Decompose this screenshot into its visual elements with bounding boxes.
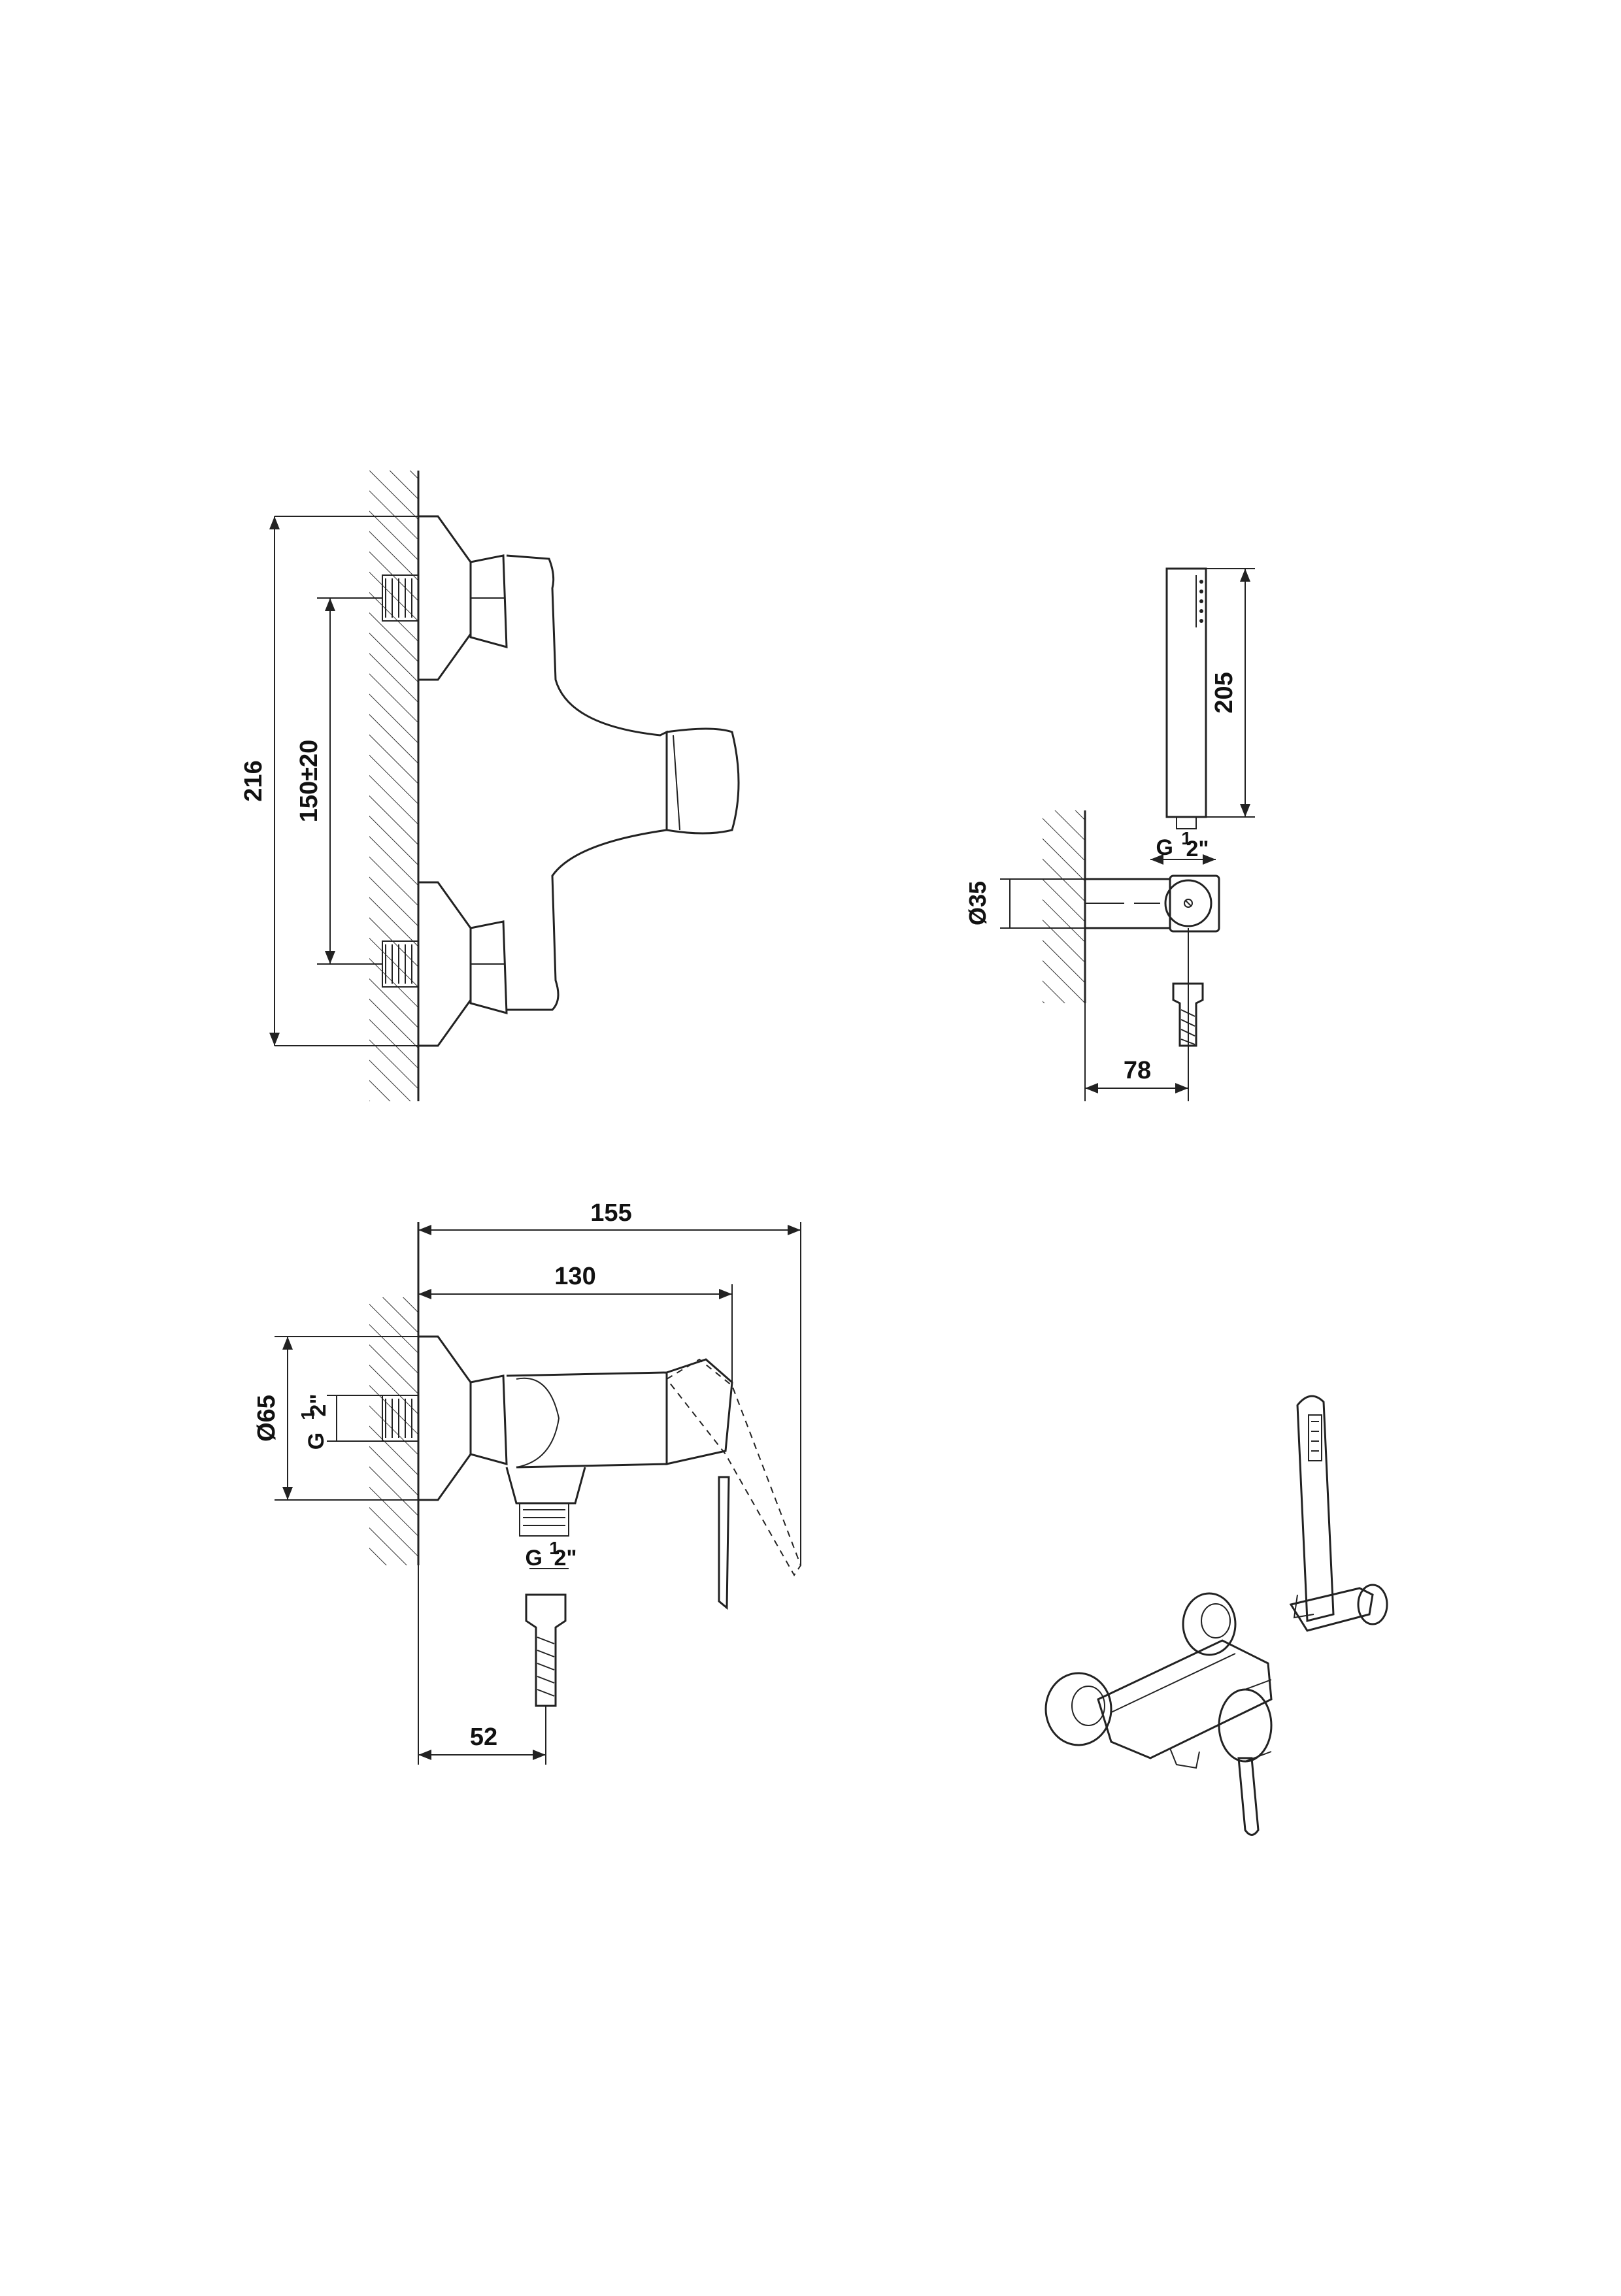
mixer-body-front	[506, 554, 668, 1011]
side-body	[506, 1371, 668, 1469]
dim-216-label: 216	[240, 760, 267, 801]
dim-52-label: 52	[470, 1723, 497, 1751]
hand-shower-thread	[1176, 816, 1197, 829]
side-view: 155 130 Ø65 G 1 2" G 1 2" 52	[253, 1199, 802, 1765]
outlet-thread-num: 1	[549, 1538, 560, 1558]
dim-150-label: 150±20	[295, 740, 323, 823]
dim-205-label: 205	[1211, 672, 1238, 713]
holder-ring	[1164, 879, 1212, 927]
iso-right-rosette	[1182, 1592, 1237, 1656]
iso-hand-shower	[1296, 1395, 1335, 1622]
lower-nut	[469, 920, 508, 1014]
lever-front	[665, 727, 740, 835]
side-body-curve	[516, 1377, 560, 1468]
iso-lever	[1237, 1757, 1260, 1836]
dim-155-label: 155	[590, 1199, 631, 1227]
iso-holder	[1289, 1587, 1374, 1632]
isometric-view	[1044, 1395, 1388, 1836]
side-handle	[665, 1358, 733, 1465]
side-hose	[525, 1593, 567, 1707]
upper-nut	[469, 554, 508, 648]
iso-handle	[1218, 1688, 1273, 1763]
side-outlet	[505, 1467, 586, 1505]
hs-thread-g: G	[1156, 835, 1173, 860]
wall-hatch-2	[1043, 810, 1085, 1003]
side-rosette	[417, 1335, 472, 1501]
side-lever-down	[718, 1476, 730, 1610]
dim-65-label: Ø65	[253, 1395, 280, 1442]
dim-78-label: 78	[1124, 1057, 1151, 1084]
inlet-thread-g: G	[304, 1433, 329, 1450]
front-view: 216 150±20	[240, 471, 740, 1101]
hand-shower-view: 205 G 1 2" Ø35 78	[964, 567, 1255, 1101]
dim-35-label: Ø35	[964, 881, 991, 925]
side-lever-open	[665, 1358, 802, 1576]
inlet-thread-num: 1	[297, 1410, 318, 1420]
wall-hatch	[369, 471, 418, 1101]
outlet-thread-g: G	[526, 1546, 543, 1571]
holder-cradle	[1169, 874, 1220, 933]
upper-rosette	[417, 515, 472, 681]
inlet-thread-den: 2"	[306, 1393, 331, 1416]
dim-130-label: 130	[554, 1263, 595, 1290]
iso-left-rosette	[1044, 1672, 1112, 1746]
iso-body	[1097, 1639, 1273, 1759]
hose-connector	[1172, 982, 1204, 1047]
lower-rosette	[417, 881, 472, 1047]
hs-thread-den: 2"	[1186, 837, 1209, 861]
side-thread	[382, 1395, 419, 1442]
outlet-thread-den: 2"	[554, 1546, 577, 1571]
hs-thread-num: 1	[1181, 828, 1192, 848]
hand-shower-body	[1165, 567, 1207, 818]
wall-hatch-3	[369, 1297, 418, 1565]
side-nut	[469, 1374, 508, 1465]
